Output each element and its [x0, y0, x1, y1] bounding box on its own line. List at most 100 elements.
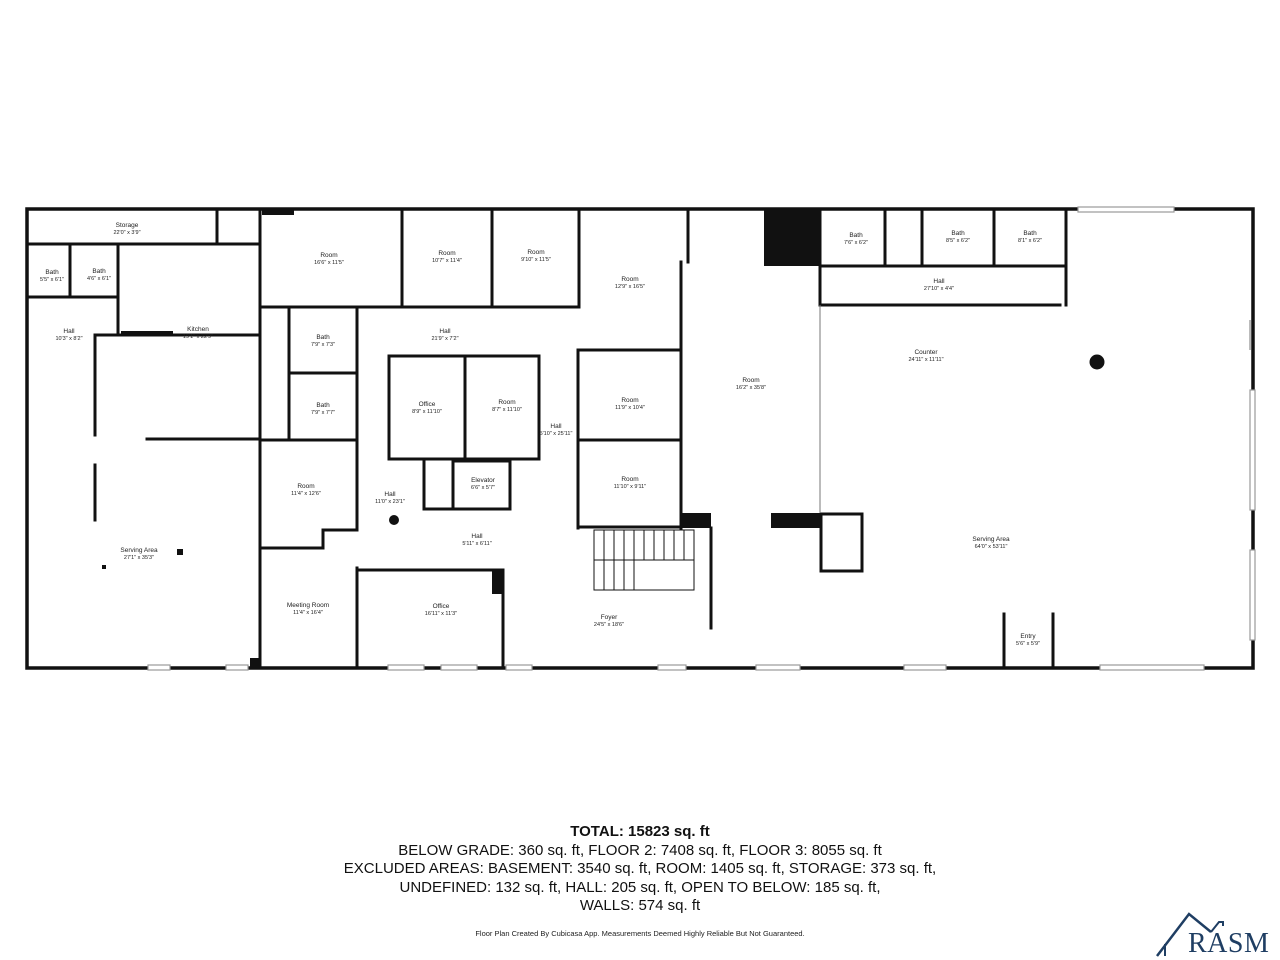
svg-text:27'10" x 4'4": 27'10" x 4'4": [924, 286, 954, 292]
svg-text:11'10" x 9'11": 11'10" x 9'11": [614, 484, 646, 490]
svg-text:4'6" x 6'1": 4'6" x 6'1": [87, 276, 111, 282]
svg-text:Office: Office: [433, 603, 450, 610]
svg-text:11'4" x 12'6": 11'4" x 12'6": [291, 491, 321, 497]
summary-line: EXCLUDED AREAS: BASEMENT: 3540 sq. ft, R…: [343, 860, 937, 877]
svg-text:10'3" x 8'2": 10'3" x 8'2": [55, 336, 82, 342]
svg-text:Bath: Bath: [45, 269, 59, 276]
svg-text:Bath: Bath: [849, 232, 863, 239]
house-roof-icon: [1156, 912, 1224, 957]
svg-text:Foyer: Foyer: [601, 614, 618, 621]
total-area: TOTAL: 15823 sq. ft: [570, 823, 710, 840]
summary-line: WALLS: 574 sq. ft: [579, 897, 701, 914]
svg-text:5'6" x 5'9": 5'6" x 5'9": [1016, 641, 1040, 647]
svg-text:Room: Room: [621, 397, 638, 404]
svg-text:Storage: Storage: [116, 222, 139, 229]
svg-text:22'0" x 3'9": 22'0" x 3'9": [113, 230, 140, 236]
svg-text:27'1" x 35'3": 27'1" x 35'3": [124, 555, 154, 561]
svg-text:Bath: Bath: [92, 268, 106, 275]
svg-text:9'10" x 11'5": 9'10" x 11'5": [521, 257, 551, 263]
svg-text:19'1" x 22'9": 19'1" x 22'9": [183, 334, 213, 340]
svg-text:24'11" x 11'11": 24'11" x 11'11": [908, 357, 943, 363]
svg-text:12'9" x 16'5": 12'9" x 16'5": [615, 284, 645, 290]
svg-text:Hall: Hall: [63, 328, 75, 335]
disclaimer-text: Floor Plan Created By Cubicasa App. Meas…: [475, 929, 805, 938]
svg-text:Room: Room: [320, 252, 337, 259]
thin-walls: [819, 305, 1251, 513]
svg-text:5'10" x 25'11": 5'10" x 25'11": [540, 431, 573, 437]
svg-text:6'6" x 5'7": 6'6" x 5'7": [471, 485, 495, 491]
svg-text:Hall: Hall: [933, 278, 945, 285]
svg-text:Bath: Bath: [951, 230, 965, 237]
svg-text:Elevator: Elevator: [471, 477, 496, 484]
svg-text:10'7" x 11'4": 10'7" x 11'4": [432, 258, 462, 264]
svg-text:7'9" x 7'3": 7'9" x 7'3": [311, 342, 335, 348]
svg-text:11'9" x 10'4": 11'9" x 10'4": [615, 405, 645, 411]
summary-line: UNDEFINED: 132 sq. ft, HALL: 205 sq. ft,…: [399, 878, 881, 896]
svg-text:7'6" x 6'2": 7'6" x 6'2": [844, 240, 868, 246]
svg-text:16'2" x 35'8": 16'2" x 35'8": [736, 385, 766, 391]
stairs: [593, 529, 695, 591]
svg-text:Counter: Counter: [914, 349, 938, 356]
svg-text:8'5" x 6'2": 8'5" x 6'2": [946, 238, 970, 244]
svg-text:16'11" x 11'3": 16'11" x 11'3": [425, 611, 457, 617]
svg-text:11'4" x 16'4": 11'4" x 16'4": [293, 610, 323, 616]
svg-text:Entry: Entry: [1020, 633, 1036, 640]
svg-text:Office: Office: [419, 401, 436, 408]
svg-text:Room: Room: [297, 483, 314, 490]
svg-text:Hall: Hall: [550, 423, 562, 430]
svg-text:Room: Room: [438, 250, 455, 257]
svg-text:Room: Room: [621, 276, 638, 283]
svg-text:Hall: Hall: [384, 491, 396, 498]
svg-text:Bath: Bath: [316, 402, 330, 409]
svg-text:8'1" x 6'2": 8'1" x 6'2": [1018, 238, 1042, 244]
svg-text:Hall: Hall: [471, 533, 483, 540]
svg-text:8'9" x 11'10": 8'9" x 11'10": [412, 409, 442, 415]
svg-text:Room: Room: [527, 249, 544, 256]
windows: [147, 206, 1256, 671]
svg-text:Bath: Bath: [1023, 230, 1037, 237]
svg-text:5'5" x 6'1": 5'5" x 6'1": [40, 277, 64, 283]
svg-text:5'11" x 6'11": 5'11" x 6'11": [462, 541, 491, 547]
svg-text:7'9" x 7'7": 7'9" x 7'7": [311, 410, 335, 416]
interior-walls: [25, 207, 1068, 670]
svg-text:Kitchen: Kitchen: [187, 326, 209, 333]
svg-text:Bath: Bath: [316, 334, 330, 341]
svg-text:Room: Room: [498, 399, 515, 406]
svg-text:16'6" x 11'5": 16'6" x 11'5": [314, 260, 344, 266]
svg-text:Hall: Hall: [439, 328, 451, 335]
svg-text:Serving Area: Serving Area: [972, 536, 1010, 543]
svg-text:11'0" x 23'1": 11'0" x 23'1": [375, 499, 405, 505]
svg-text:21'9" x 7'2": 21'9" x 7'2": [431, 336, 458, 342]
svg-text:8'7" x 11'10": 8'7" x 11'10": [492, 407, 522, 413]
svg-text:Serving Area: Serving Area: [120, 547, 158, 554]
brand-logo-text: RASM: [1188, 928, 1270, 959]
svg-text:64'0" x 53'11": 64'0" x 53'11": [975, 544, 1008, 550]
